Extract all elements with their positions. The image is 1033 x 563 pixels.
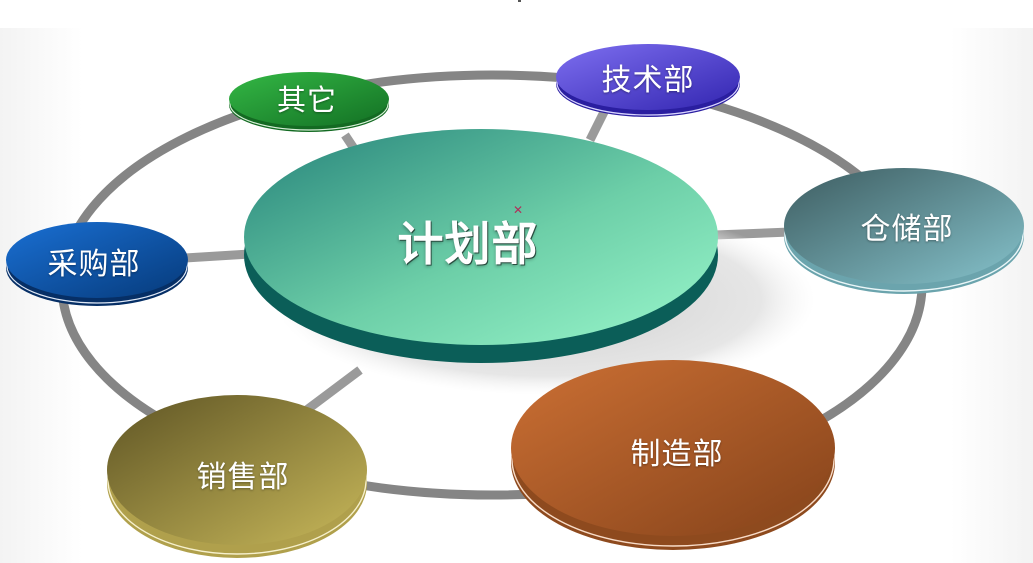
node-sales-disk[interactable] (107, 395, 367, 558)
cursor-x-icon: ✕ (513, 203, 524, 217)
node-storage-label: 仓储部 (860, 212, 954, 247)
center-node-label: 计划部 (397, 217, 539, 271)
node-manufacturing-disk[interactable] (511, 360, 835, 550)
node-sales-label: 销售部 (196, 460, 290, 495)
center-node-disk[interactable] (244, 129, 718, 363)
node-purchasing-label: 采购部 (47, 247, 141, 282)
node-storage-disk[interactable] (784, 168, 1024, 294)
node-other-label: 其它 (276, 83, 338, 117)
node-tech-label: 技术部 (601, 63, 695, 98)
node-manufacturing-label: 制造部 (630, 437, 724, 472)
node-tech-disk[interactable] (556, 44, 740, 117)
node-purchasing-disk[interactable] (6, 222, 188, 306)
top-marker (518, 0, 521, 2)
node-other-disk[interactable] (229, 72, 389, 132)
